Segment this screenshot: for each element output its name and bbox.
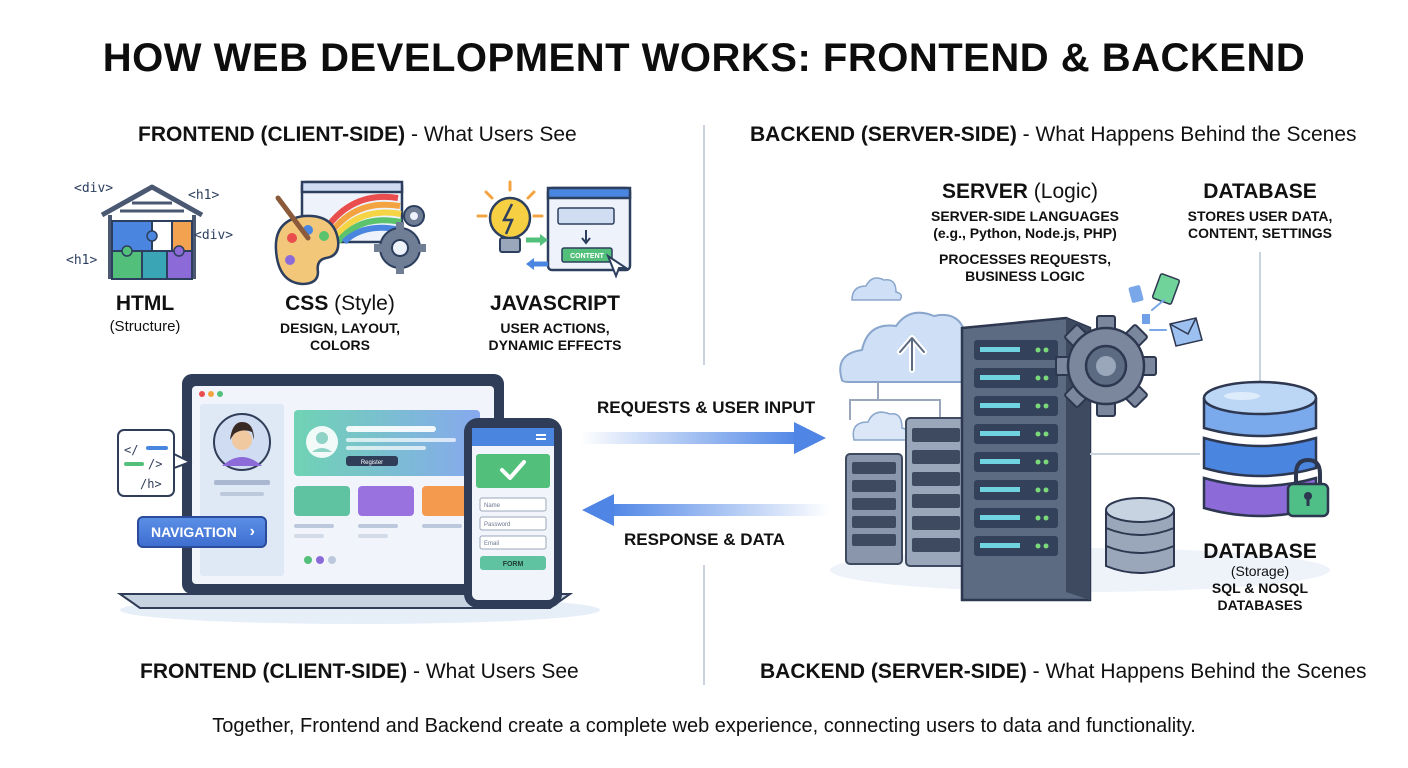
database-bottom-desc: (Storage) SQL & NOSQL DATABASES [1170,563,1350,614]
database-bottom-label: DATABASE [1203,540,1317,563]
html-tag-h1-2: <h1> [66,253,97,268]
css-label: CSS (Style) [270,292,410,316]
profile-register-button: Register [361,460,383,466]
backend-header: BACKEND (SERVER-SIDE) - What Happens Beh… [750,123,1357,147]
server-name: SERVER [941,180,1028,203]
backend-header-rest: - What Happens Behind the Scenes [1016,123,1357,146]
css-desc-line-2: COLORS [310,337,370,353]
html-puzzle-house-icon: <div> <h1> <div> <h1> [66,181,233,280]
html-tag-div-2: <div> [194,228,233,243]
database-bottom-line-3: DATABASES [1217,597,1303,613]
frontend-footer-header: FRONTEND (CLIENT-SIDE) - What Users See [140,660,579,684]
backend-footer-rest: - What Happens Behind the Scenes [1026,660,1367,683]
server-line-3: PROCESSES REQUESTS, [939,251,1111,267]
server-desc-languages: SERVER-SIDE LANGUAGES (e.g., Python, Nod… [900,208,1150,242]
css-palette-gear-icon [274,180,426,286]
database-bottom-line-2: SQL & NOSQL [1211,580,1309,596]
javascript-lightbulb-window-icon: CONTENT [476,180,632,279]
frontend-header-rest: - What Users See [405,123,577,146]
js-desc-line-2: DYNAMIC EFFECTS [488,337,622,353]
server-line-4: BUSINESS LOGIC [965,268,1085,284]
phone-field-name: Name [484,503,501,509]
phone-submit-text: FORM [503,561,524,568]
database-connector-line [1259,252,1261,382]
page-title: HOW WEB DEVELOPMENT WORKS: FRONTEND & BA… [102,36,1306,80]
center-divider-bottom [703,565,705,685]
chevron-right-icon: › [249,523,255,540]
backend-footer-bold: BACKEND (SERVER-SIDE) [760,660,1027,683]
code-bubble-line-3: /h> [140,477,162,491]
request-arrow-label: REQUESTS & USER INPUT [597,398,816,417]
database-top-line-1: STORES USER DATA, [1187,208,1333,224]
server-line-1: SERVER-SIDE LANGUAGES [931,208,1119,224]
server-label: SERVER (Logic) [920,180,1120,204]
navigation-badge: NAVIGATION › [137,516,267,548]
js-content-button-text: CONTENT [570,253,605,260]
frontend-footer-rest: - What Users See [407,660,579,683]
server-name-suffix: (Logic) [1027,180,1098,203]
frontend-header: FRONTEND (CLIENT-SIDE) - What Users See [138,123,577,147]
css-desc: DESIGN, LAYOUT, COLORS [270,320,410,354]
laptop-phone-illustration: Register </ /> /h> Name Password Email F… [116,374,600,624]
backend-footer-header: BACKEND (SERVER-SIDE) - What Happens Beh… [760,660,1367,684]
database-top-label: DATABASE [1203,180,1317,203]
database-top-desc: STORES USER DATA, CONTENT, SETTINGS [1170,208,1350,242]
footer-summary: Together, Frontend and Backend create a … [212,715,1196,737]
database-bottom-line-1: (Storage) [1230,563,1290,579]
css-name: CSS [285,292,329,315]
frontend-footer-bold: FRONTEND (CLIENT-SIDE) [140,660,408,683]
html-tag-h1-1: <h1> [188,188,219,203]
html-tag-div-1: <div> [74,181,113,196]
phone-field-email: Email [484,541,499,547]
html-desc: (Structure) [109,318,181,335]
server-line-2: (e.g., Python, Node.js, PHP) [933,225,1117,241]
response-arrow-label: RESPONSE & DATA [624,530,785,549]
code-bubble-line-2: /> [148,457,162,471]
request-arrow-right [580,422,826,454]
javascript-desc: USER ACTIONS, DYNAMIC EFFECTS [470,320,640,354]
database-top-line-2: CONTENT, SETTINGS [1188,225,1332,241]
js-desc-line-1: USER ACTIONS, [500,320,610,336]
frontend-header-bold: FRONTEND (CLIENT-SIDE) [138,123,406,146]
html-label: HTML [115,292,175,315]
backend-server-illustration [830,273,1330,602]
center-divider-top [703,125,705,365]
navigation-label: NAVIGATION [151,524,237,540]
server-desc-logic: PROCESSES REQUESTS, BUSINESS LOGIC [900,251,1150,285]
javascript-label: JAVASCRIPT [490,292,620,315]
css-name-suffix: (Style) [328,292,395,315]
code-bubble-line-1: </ [124,443,138,457]
backend-header-bold: BACKEND (SERVER-SIDE) [750,123,1017,146]
phone-field-password: Password [484,522,510,528]
response-arrow-left [582,494,830,526]
css-desc-line-1: DESIGN, LAYOUT, [279,320,401,336]
